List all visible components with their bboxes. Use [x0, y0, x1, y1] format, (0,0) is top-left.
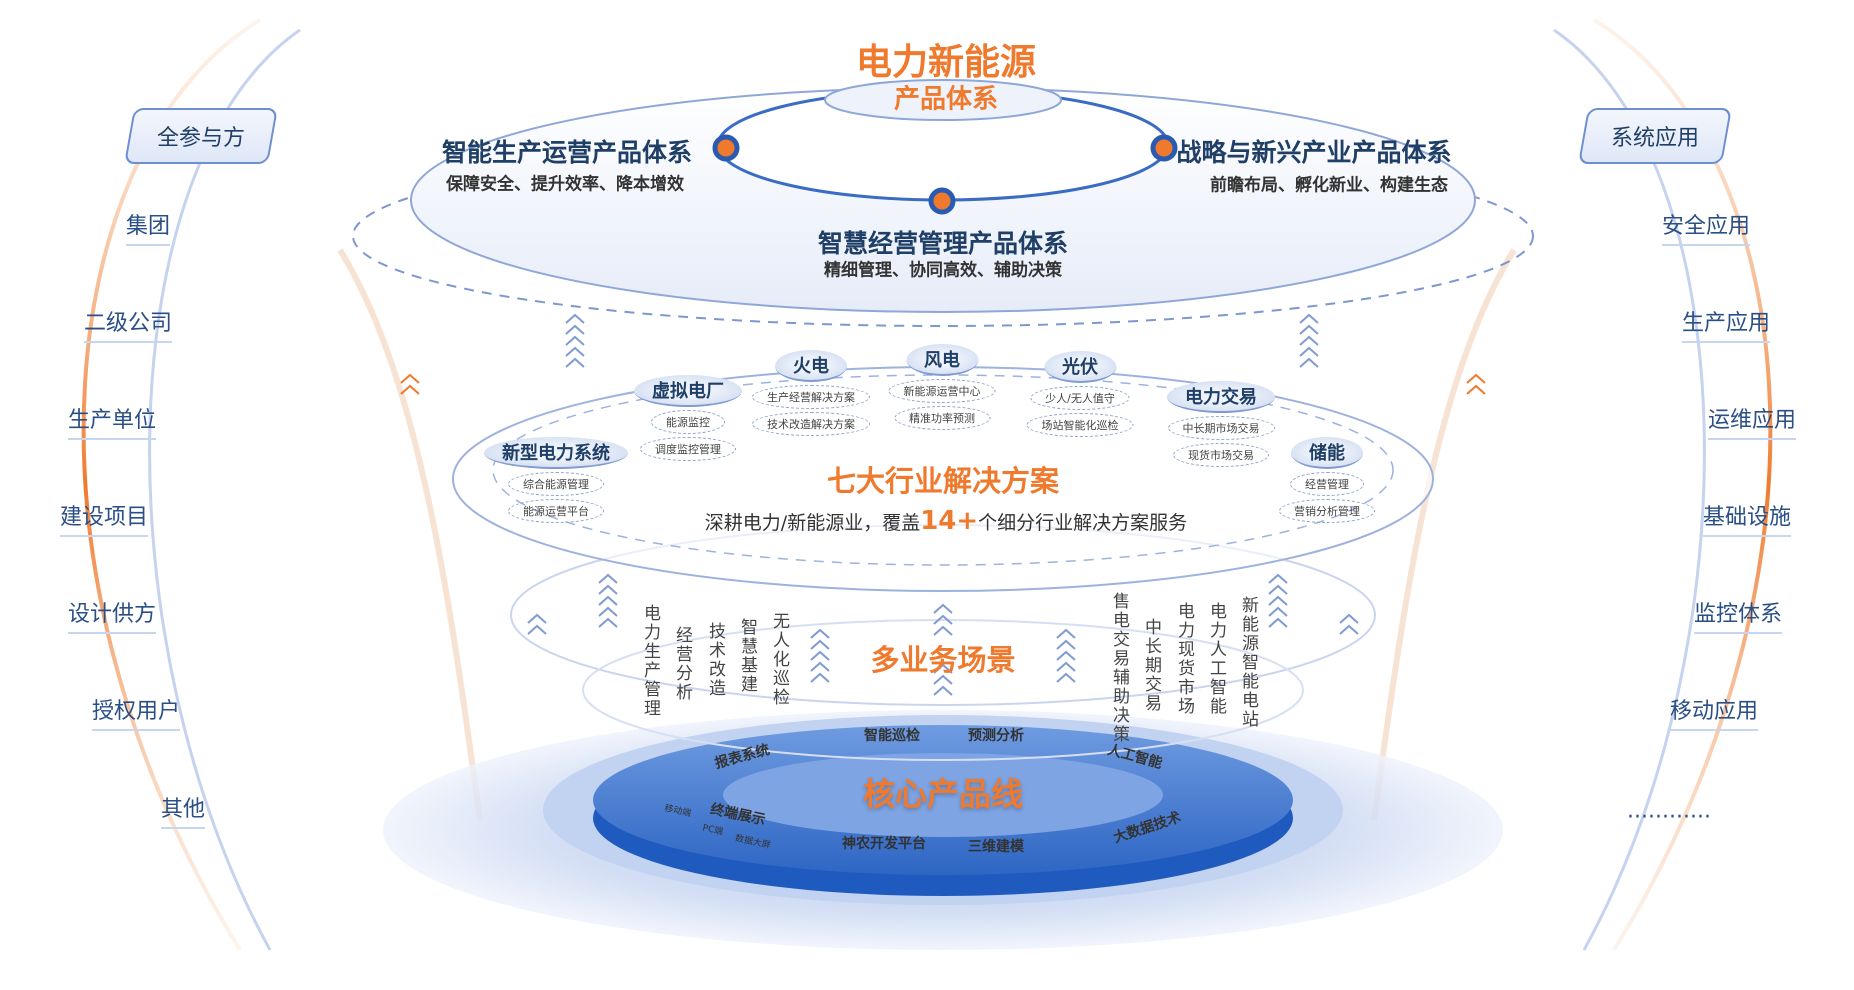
scene-left: 电力生产管理	[640, 604, 660, 718]
participant-item: 设计供方	[67, 596, 157, 634]
industry-desc-prefix: 深耕电力/新能源业，覆盖	[704, 512, 921, 534]
industry-node-item: 场站智能化巡检	[1026, 413, 1134, 437]
industry-node-vpp: 虚拟电厂 能源监控 调度监控管理	[634, 375, 742, 461]
industry-node-storage: 储能 经营管理 营销分析管理	[1279, 437, 1375, 523]
industry-node-item: 营销分析管理	[1279, 499, 1375, 523]
scene-right: 电力现货市场	[1174, 602, 1194, 716]
core-item-3d: 三维建模	[968, 839, 1024, 855]
up-chevrons-icon	[598, 573, 618, 628]
industry-node-trading: 电力交易 中长期市场交易 现货市场交易	[1167, 381, 1275, 467]
industry-node-item: 现货市场交易	[1173, 443, 1269, 467]
system-strategy-desc: 前瞻布局、孵化新业、构建生态	[1210, 175, 1448, 196]
main-title: 电力新能源	[855, 42, 1037, 83]
industry-node-item: 生产经营解决方案	[752, 385, 870, 409]
left-arc	[81, 18, 262, 952]
applications-title: 系统应用	[1610, 126, 1700, 151]
application-item-more: ............	[1627, 798, 1711, 824]
main-subtitle: 产品体系	[893, 84, 999, 115]
scene-left: 经营分析	[672, 626, 692, 702]
up-chevrons-icon	[1466, 373, 1486, 395]
industry-node-item: 综合能源管理	[508, 472, 604, 496]
system-strategy: 战略与新兴产业产品体系	[1176, 138, 1452, 167]
up-chevrons-icon	[1268, 573, 1288, 628]
participants-title: 全参与方	[156, 126, 246, 151]
industry-node-title: 火电	[775, 350, 847, 382]
application-item: 运维应用	[1707, 402, 1797, 440]
application-item: 基础设施	[1702, 499, 1792, 537]
participant-item: 授权用户	[91, 693, 181, 731]
core-item-shennong: 神农开发平台	[842, 836, 926, 852]
industry-node-title: 风电	[906, 344, 978, 376]
up-chevrons-icon	[933, 603, 953, 636]
up-chevrons-icon	[565, 313, 585, 368]
up-chevrons-icon	[527, 613, 547, 635]
node-dot-center	[928, 187, 956, 215]
scene-right: 新能源智能电站	[1238, 596, 1258, 729]
participant-item: 二级公司	[83, 305, 173, 343]
industry-node-title: 新型电力系统	[484, 437, 628, 469]
up-chevrons-icon	[810, 628, 830, 683]
scene-left: 技术改造	[705, 622, 725, 698]
industry-node-item: 技术改造解决方案	[752, 412, 870, 436]
industry-desc-highlight: 14+	[920, 506, 979, 536]
industry-node-title: 储能	[1291, 437, 1363, 469]
scene-right: 电力人工智能	[1206, 602, 1226, 716]
industry-node-item: 能源运营平台	[508, 499, 604, 523]
industry-node-item: 中长期市场交易	[1167, 416, 1275, 440]
industry-node-item: 经营管理	[1290, 472, 1364, 496]
industry-node-solar: 光伏 少人/无人值守 场站智能化巡检	[1026, 351, 1134, 437]
industry-node-item: 少人/无人值守	[1030, 386, 1130, 410]
core-item-forecast: 预测分析	[968, 728, 1024, 744]
application-item: 安全应用	[1661, 208, 1751, 246]
node-dot-right	[1150, 134, 1178, 162]
participant-item: 集团	[125, 208, 171, 246]
industry-desc: 深耕电力/新能源业，覆盖14+个细分行业解决方案服务	[705, 506, 1187, 536]
participant-item: 生产单位	[67, 402, 157, 440]
industry-node-thermal: 火电 生产经营解决方案 技术改造解决方案	[752, 350, 870, 436]
application-item: 生产应用	[1681, 305, 1771, 343]
industry-node-item: 能源监控	[651, 410, 725, 434]
participant-item: 建设项目	[59, 499, 149, 537]
participants-header: 全参与方	[124, 108, 278, 164]
industry-node-item: 调度监控管理	[640, 437, 736, 461]
right-arc	[1592, 18, 1773, 952]
industry-node-title: 电力交易	[1167, 381, 1275, 413]
scene-right: 售电交易辅助决策	[1109, 592, 1129, 744]
industry-node-item: 新能源运营中心	[888, 379, 996, 403]
system-management: 智慧经营管理产品体系	[817, 229, 1069, 258]
up-chevrons-icon	[1056, 628, 1076, 683]
scene-right: 中长期交易	[1141, 618, 1161, 713]
industry-title: 七大行业解决方案	[826, 464, 1060, 498]
participant-item: 其他	[160, 791, 206, 829]
scenes-title: 多业务场景	[870, 643, 1016, 677]
system-production-desc: 保障安全、提升效率、降本增效	[446, 174, 684, 195]
up-chevrons-icon	[933, 663, 953, 696]
industry-node-new-power: 新型电力系统 综合能源管理 能源运营平台	[484, 437, 628, 523]
system-production: 智能生产运营产品体系	[441, 138, 693, 167]
industry-node-item: 精准功率预测	[894, 406, 990, 430]
core-title: 核心产品线	[862, 775, 1024, 813]
scene-left: 无人化巡检	[769, 612, 789, 707]
system-management-desc: 精细管理、协同高效、辅助决策	[824, 260, 1062, 281]
application-item: 移动应用	[1669, 693, 1759, 731]
up-chevrons-icon	[400, 373, 420, 395]
node-dot-left	[712, 134, 740, 162]
application-item: 监控体系	[1693, 596, 1783, 634]
industry-node-title: 虚拟电厂	[634, 375, 742, 407]
scene-left: 智慧基建	[737, 618, 757, 694]
applications-header: 系统应用	[1578, 108, 1732, 164]
industry-node-wind: 风电 新能源运营中心 精准功率预测	[888, 344, 996, 430]
core-item-inspection: 智能巡检	[864, 728, 920, 744]
industry-desc-suffix: 个细分行业解决方案服务	[978, 512, 1188, 534]
up-chevrons-icon	[1339, 613, 1359, 635]
industry-node-title: 光伏	[1044, 351, 1116, 383]
up-chevrons-icon	[1299, 313, 1319, 368]
